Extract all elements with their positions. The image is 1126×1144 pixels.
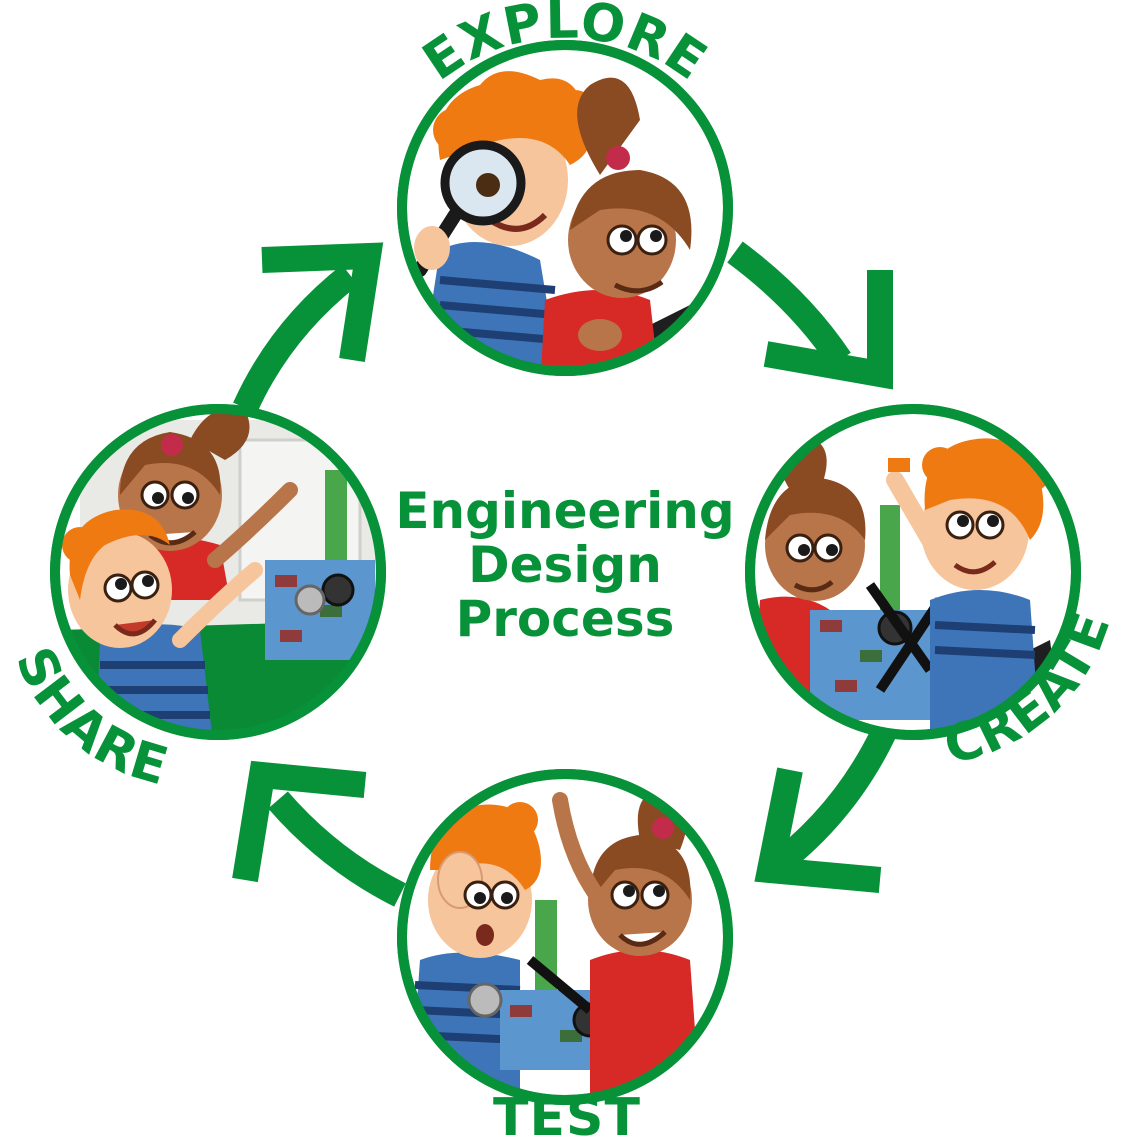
- arrow-create-to-test-head: [754, 767, 882, 893]
- title-line-1: Engineering: [395, 482, 734, 540]
- stage-test: [397, 769, 733, 1105]
- label-test: TEST: [493, 1088, 641, 1144]
- arrow-test-to-share: [268, 791, 406, 907]
- stage-explore: [397, 40, 733, 376]
- create-illustration: [753, 435, 1060, 732]
- title-line-3: Process: [456, 590, 675, 648]
- arrow-share-to-explore-head: [261, 242, 384, 362]
- arrow-create-to-test: [762, 724, 897, 881]
- title-line-2: Design: [468, 536, 662, 594]
- arrow-share-to-explore: [233, 264, 359, 414]
- stage-create: [745, 404, 1081, 740]
- arrow-test-to-share-head: [232, 760, 367, 883]
- page-title: Engineering Design Process: [395, 482, 734, 648]
- arrow-explore-to-create-head: [763, 270, 893, 390]
- cycle-arrows: [232, 241, 897, 907]
- arrow-explore-to-create: [727, 241, 851, 368]
